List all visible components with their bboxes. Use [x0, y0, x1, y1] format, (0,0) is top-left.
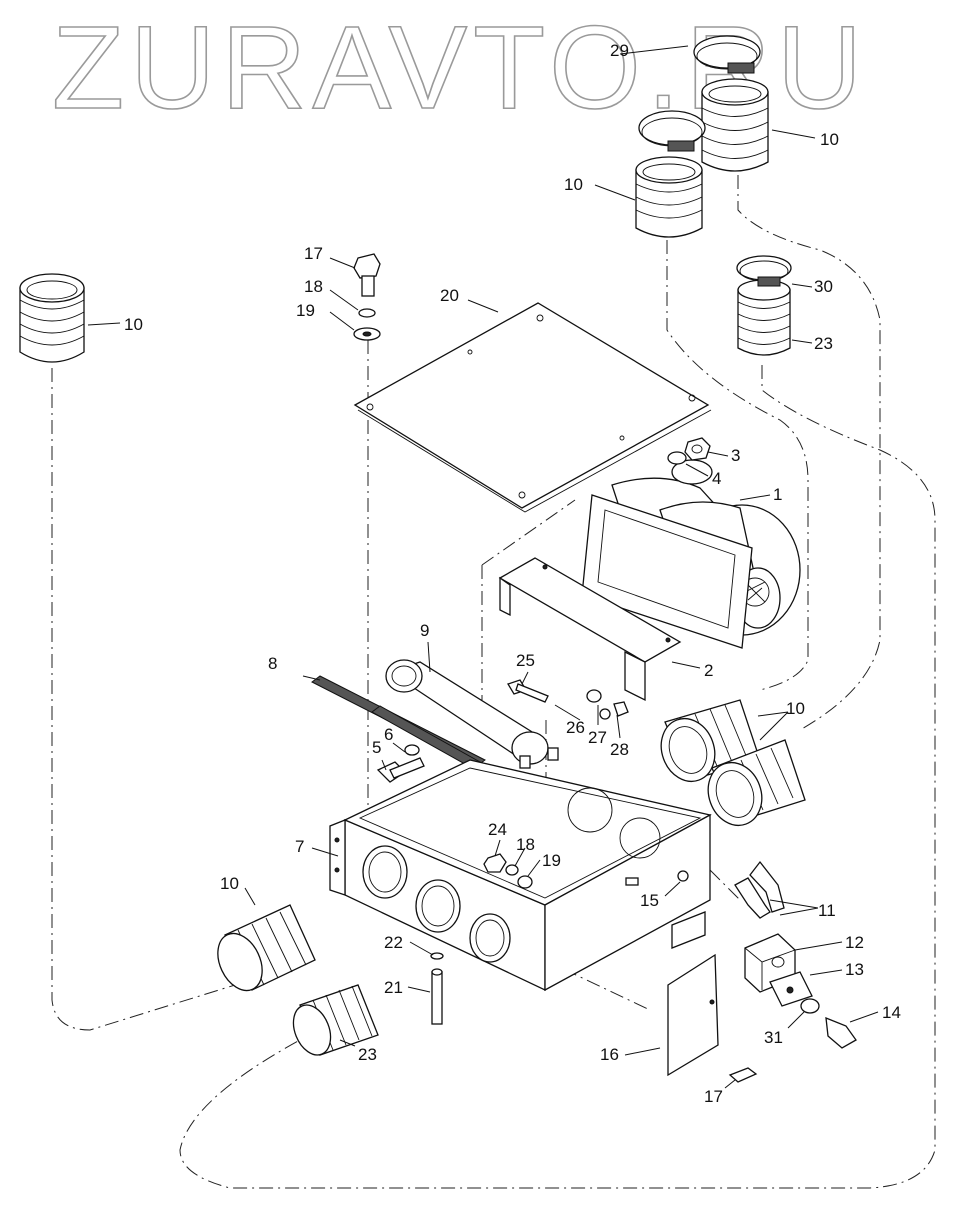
callout-3: 3 — [731, 446, 740, 465]
hose-pair-right — [660, 699, 806, 827]
bolt-17-top — [353, 253, 381, 341]
screw-5 — [376, 744, 425, 783]
valve-12 — [744, 933, 857, 1049]
callout-labels: 1 2 3 4 5 6 7 8 9 10 10 10 10 10 11 12 1… — [124, 41, 901, 1106]
callout-10-left: 10 — [124, 315, 143, 334]
callout-31: 31 — [764, 1028, 783, 1047]
callout-14: 14 — [882, 1003, 901, 1022]
bracket-small — [671, 911, 706, 949]
callout-13: 13 — [845, 960, 864, 979]
callout-10-top-b: 10 — [564, 175, 583, 194]
callout-17-top: 17 — [304, 244, 323, 263]
seal-strip — [311, 675, 486, 769]
cover-plate — [353, 302, 712, 513]
hose-left — [19, 273, 85, 363]
callout-10-right: 10 — [786, 699, 805, 718]
callout-25: 25 — [516, 651, 535, 670]
callout-8: 8 — [268, 654, 277, 673]
leader-lines — [87, 45, 879, 1089]
callout-19-top: 19 — [296, 301, 315, 320]
callout-10-top-a: 10 — [820, 130, 839, 149]
callout-23-right: 23 — [814, 334, 833, 353]
callout-24: 24 — [488, 820, 507, 839]
clamp-30 — [736, 255, 792, 287]
callout-18-top: 18 — [304, 277, 323, 296]
callout-12: 12 — [845, 933, 864, 952]
callout-20: 20 — [440, 286, 459, 305]
callout-27: 27 — [588, 728, 607, 747]
callout-7: 7 — [295, 837, 304, 856]
callout-18-mid: 18 — [516, 835, 535, 854]
callout-21: 21 — [384, 978, 403, 997]
hose-lower-left — [217, 904, 316, 992]
callout-15: 15 — [640, 891, 659, 910]
heater-core — [385, 659, 559, 769]
callout-5: 5 — [372, 738, 381, 757]
callout-19-mid: 19 — [542, 851, 561, 870]
blower-motor — [581, 459, 801, 649]
callout-26: 26 — [566, 718, 585, 737]
callout-23-lower: 23 — [358, 1045, 377, 1064]
clamp-29 — [638, 35, 761, 152]
panel-16 — [667, 953, 758, 1083]
hose-top-a — [701, 78, 769, 172]
callout-22: 22 — [384, 933, 403, 952]
callout-6: 6 — [384, 725, 393, 744]
callout-30: 30 — [814, 277, 833, 296]
callout-10-lower: 10 — [220, 874, 239, 893]
bracket-2 — [498, 557, 682, 702]
callout-17-bottom: 17 — [704, 1087, 723, 1106]
hose-23-lower — [292, 984, 379, 1056]
bolt-25 — [507, 679, 629, 720]
callout-11: 11 — [818, 901, 836, 920]
pin-21 — [430, 952, 444, 1025]
callout-28: 28 — [610, 740, 629, 759]
hose-23-right — [737, 279, 791, 356]
callout-1: 1 — [773, 485, 782, 504]
hose-top-b — [635, 156, 703, 238]
callout-29: 29 — [610, 41, 629, 60]
callout-9: 9 — [420, 621, 429, 640]
nut-3-washer-4 — [667, 437, 711, 465]
callout-4: 4 — [712, 469, 721, 488]
callout-2: 2 — [704, 661, 713, 680]
elbow-fittings — [734, 860, 785, 919]
hose-routing-lines — [51, 175, 936, 1189]
housing — [329, 759, 712, 992]
callout-16: 16 — [600, 1045, 619, 1064]
